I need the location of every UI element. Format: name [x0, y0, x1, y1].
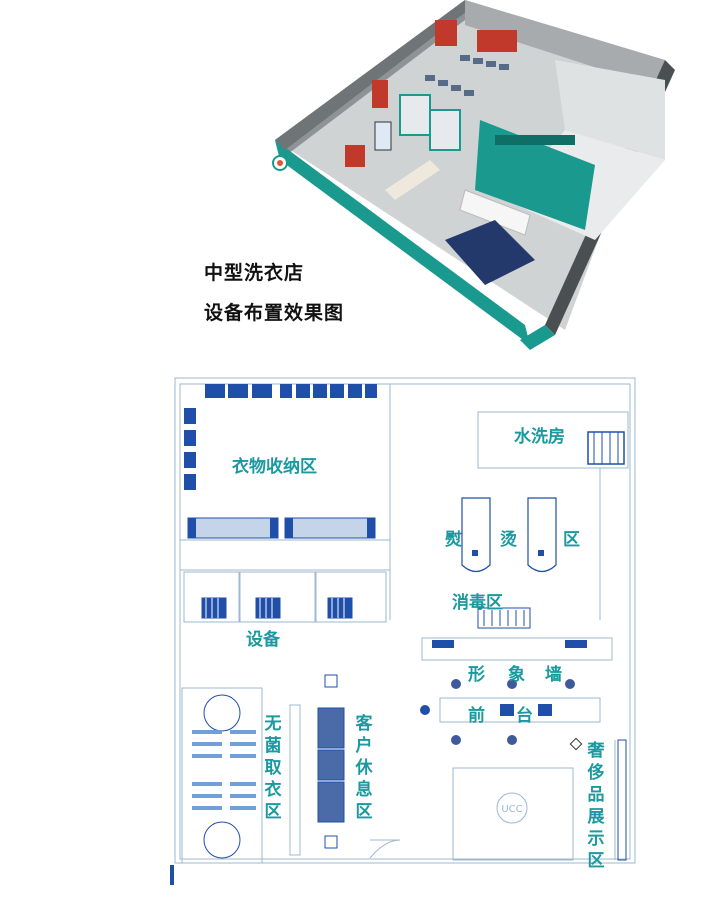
zone-lounge-char: 息 — [355, 780, 373, 800]
zone-storage-label: 衣物收纳区 — [232, 457, 317, 477]
zone-luxury-char: 示 — [587, 829, 605, 849]
poster-icon — [372, 80, 388, 108]
zone-luxury-char: 奢 — [587, 741, 605, 761]
poster-icon — [435, 20, 457, 46]
zone-luxury-char: 品 — [587, 785, 605, 805]
ucc-logo: UCC — [501, 804, 522, 815]
poster-icon — [477, 30, 517, 52]
zone-luxury-char: 区 — [587, 851, 605, 871]
floor-plan: UCC — [170, 377, 636, 885]
zone-equipment-label: 设备 — [246, 630, 280, 650]
zone-sterile-char: 衣 — [264, 780, 282, 800]
zone-disinfection-label: 消毒区 — [452, 593, 503, 613]
zone-sterile-char: 区 — [264, 802, 282, 822]
zone-sterile-char: 菌 — [264, 736, 282, 756]
title-line-1: 中型洗衣店 — [204, 262, 305, 284]
zone-sterile-pickup-label: 无 菌 取 衣 区 — [263, 713, 283, 823]
zone-lounge-char: 户 — [355, 736, 373, 756]
zone-lounge-char: 区 — [355, 802, 373, 822]
zone-front-desk-char-2: 台 — [516, 706, 533, 726]
zone-ironing-char-2: 烫 — [500, 530, 517, 550]
zone-ironing-char-3: 区 — [563, 530, 580, 550]
zone-lounge-char: 休 — [355, 758, 373, 778]
title-line-2: 设备布置效果图 — [204, 302, 345, 324]
zone-lounge-label: 客 户 休 息 区 — [354, 713, 374, 823]
zone-sterile-char: 取 — [264, 758, 282, 778]
zone-image-wall-char-3: 墙 — [545, 665, 562, 685]
entrance-mat — [445, 220, 535, 285]
zone-luxury-display-label: 奢 侈 品 展 示 区 — [586, 740, 606, 872]
zone-front-desk-char-1: 前 — [468, 706, 485, 726]
poster-icon — [345, 145, 365, 167]
zone-ironing-char-1: 熨 — [445, 530, 462, 550]
zone-sterile-char: 无 — [264, 714, 282, 734]
zone-image-wall-char-1: 形 — [468, 665, 485, 685]
zone-lounge-char: 客 — [355, 714, 373, 734]
store-3d-render — [272, 0, 675, 350]
zone-image-wall-char-2: 象 — [508, 665, 525, 685]
zone-laundry-room-label: 水洗房 — [514, 427, 565, 447]
zone-luxury-char: 展 — [587, 807, 605, 827]
zone-luxury-char: 侈 — [587, 763, 605, 783]
